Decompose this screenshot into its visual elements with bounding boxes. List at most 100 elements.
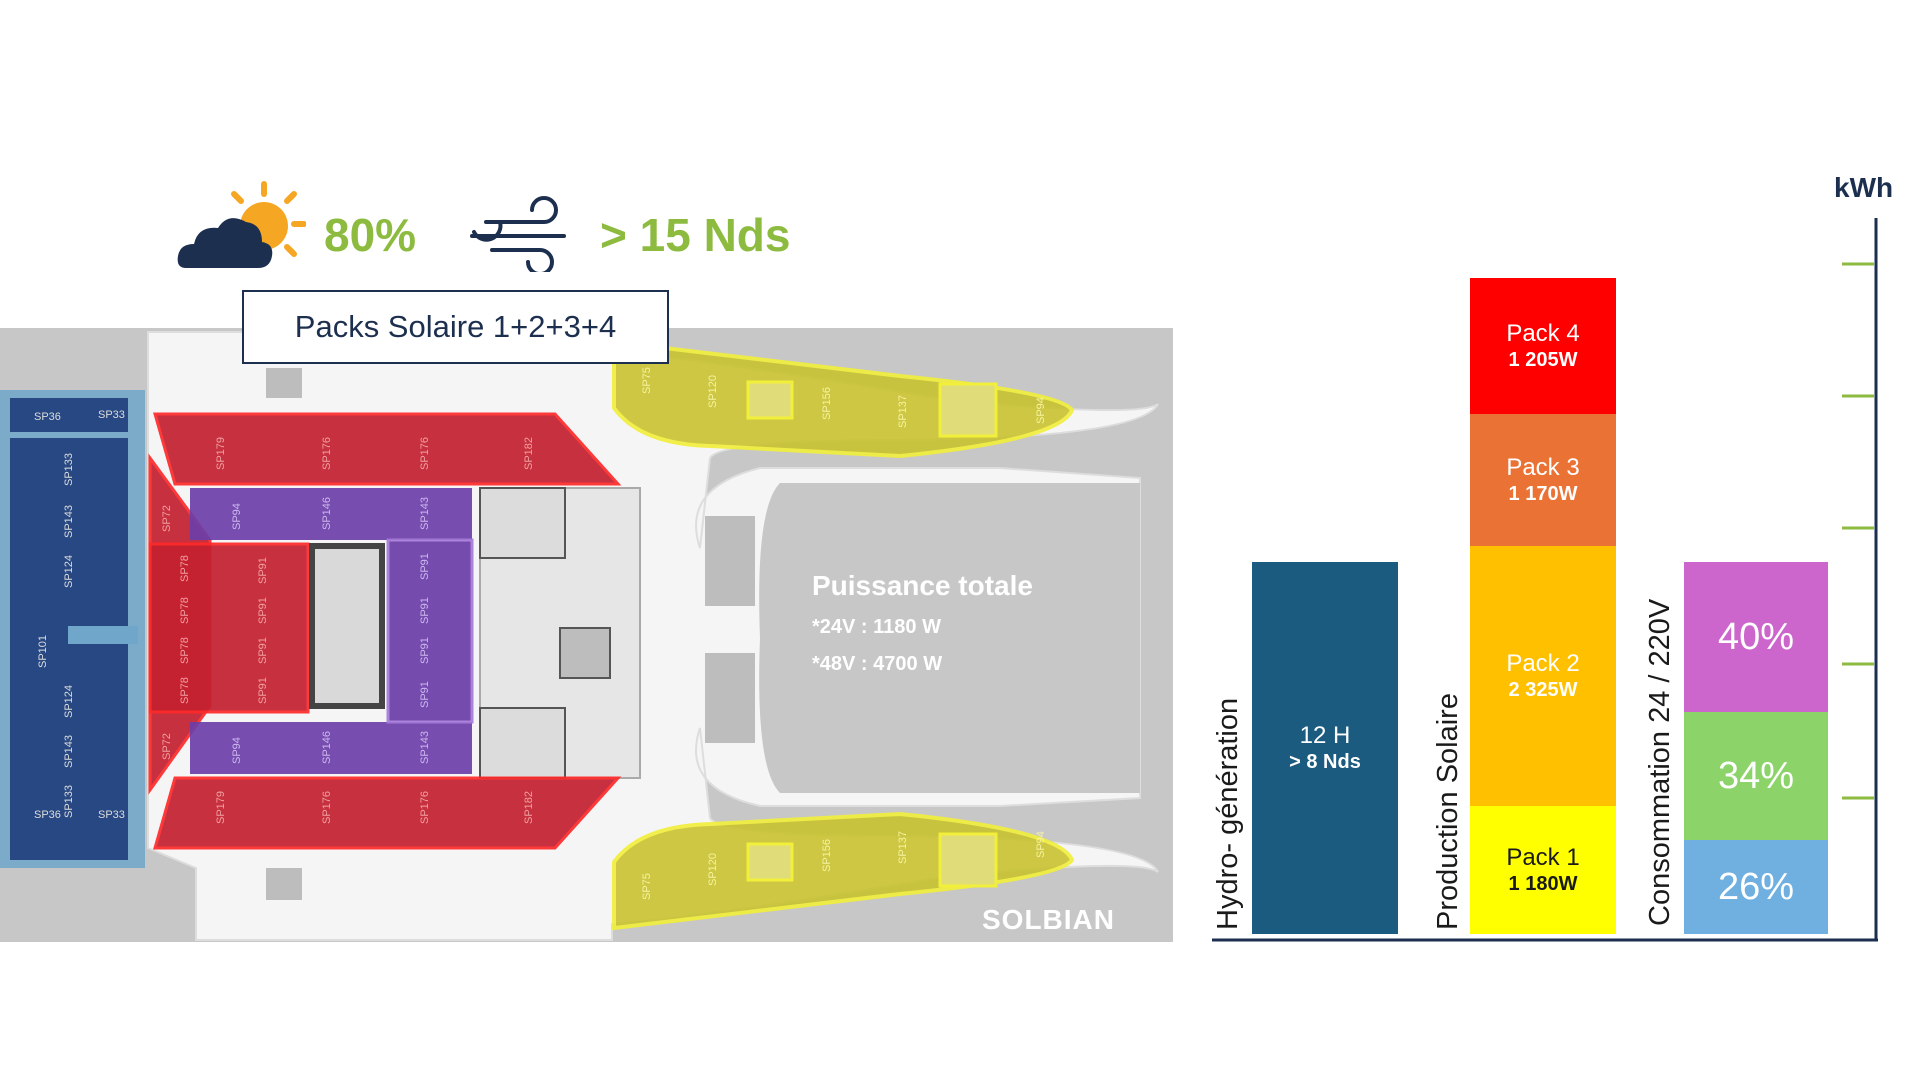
- wind-speed: > 15 Nds: [600, 209, 791, 261]
- consumption-34-label: 34%: [1717, 754, 1795, 797]
- deck-hatch: [705, 516, 755, 606]
- panel-label: SP182: [523, 791, 535, 824]
- panel-label: SP179: [215, 791, 227, 824]
- pack2-bottom-strip: [190, 722, 472, 774]
- boat-diagram: SP36 SP33 SP133 SP143 SP124 SP101 SP124 …: [0, 331, 1159, 941]
- bow-hatch: [938, 832, 998, 888]
- pack1-value: 1 180W: [1508, 873, 1578, 896]
- hydro-label: 12 H: [1299, 721, 1351, 749]
- panel-label: SP137: [897, 395, 909, 428]
- panel-label: SP91: [419, 681, 431, 708]
- panel-label: SP91: [419, 597, 431, 624]
- pack2-value: 2 325W: [1508, 679, 1578, 702]
- panel-label: SP156: [821, 839, 833, 872]
- panel-label: SP120: [707, 853, 719, 886]
- panel-label: SP143: [63, 505, 75, 538]
- cockpit-seat: [479, 487, 566, 559]
- panel-label: SP72: [161, 733, 173, 760]
- panel-label: SP33: [98, 409, 125, 421]
- power-title: Puissance totale: [812, 570, 1033, 601]
- consumption-40-segment: 40%: [1684, 562, 1828, 712]
- pack2-label: Pack 2: [1506, 649, 1580, 677]
- pack1-segment: Pack 1 1 180W: [1470, 806, 1616, 934]
- panel-label: SP176: [419, 791, 431, 824]
- panel-label: SP124: [63, 555, 75, 588]
- solbian-logo: SOLBIAN: [982, 904, 1115, 935]
- panel-label: SP133: [63, 453, 75, 486]
- wind-icon: [470, 196, 566, 272]
- hydro-value: > 8 Nds: [1289, 751, 1361, 774]
- panel-label: SP179: [215, 437, 227, 470]
- panel-label: SP91: [257, 597, 269, 624]
- panel-label: SP36: [34, 809, 61, 821]
- panel-label: SP94: [1035, 397, 1047, 424]
- panel-label: SP94: [231, 737, 243, 764]
- panel-label: SP91: [257, 557, 269, 584]
- panel-label: SP91: [419, 553, 431, 580]
- panel-label: SP78: [179, 677, 191, 704]
- pack4-value: 1 205W: [1508, 349, 1578, 372]
- power-48v: *48V : 4700 W: [812, 653, 943, 675]
- power-24v: *24V : 1180 W: [812, 616, 941, 638]
- hull-hatch: [266, 368, 302, 398]
- bow-hatch: [746, 842, 794, 882]
- pack2-top-strip: [190, 488, 472, 540]
- pack1-label: Pack 1: [1506, 843, 1580, 871]
- panel-label: SP143: [419, 497, 431, 530]
- panel-label: SP75: [641, 367, 653, 394]
- hull-hatch: [266, 868, 302, 900]
- panel-label: SP124: [63, 685, 75, 718]
- panel-label: SP94: [1035, 831, 1047, 858]
- pack3-label: Pack 3: [1506, 453, 1580, 481]
- panel-label: SP91: [257, 677, 269, 704]
- cockpit-table: [309, 543, 385, 709]
- pack3-bottom-strip: [153, 776, 622, 850]
- bow-hatch: [938, 382, 998, 438]
- hydro-bar: 12 H > 8 Nds: [1252, 562, 1398, 934]
- pack2-center: [386, 538, 474, 724]
- bow-hatch: [746, 380, 794, 420]
- consumption-26-segment: 26%: [1684, 840, 1828, 934]
- panel-label: SP78: [179, 597, 191, 624]
- pack3-center: [148, 542, 310, 714]
- pack3-segment: Pack 3 1 170W: [1470, 414, 1616, 546]
- boat-plan: SP36 SP33 SP133 SP143 SP124 SP101 SP124 …: [0, 328, 1173, 942]
- consumption-34-segment: 34%: [1684, 712, 1828, 840]
- panel-label: SP78: [179, 637, 191, 664]
- sun-cloud-icon: [177, 181, 306, 268]
- pack1-top-bow: [612, 339, 1075, 459]
- deck-hatch: [705, 653, 755, 743]
- consumption-axis-label: Consommation 24 / 220V: [1644, 598, 1676, 926]
- panel-label: SP143: [63, 735, 75, 768]
- solar-axis-label: Production Solaire: [1432, 693, 1464, 930]
- pack3-top-strip: [153, 412, 622, 486]
- panel-label: SP72: [161, 505, 173, 532]
- hydro-axis-label: Hydro- génération: [1212, 697, 1244, 930]
- panel-label: SP91: [419, 637, 431, 664]
- pack4-label: Pack 4: [1506, 319, 1580, 347]
- panel-label: SP143: [419, 731, 431, 764]
- pack2-segment: Pack 2 2 325W: [1470, 546, 1616, 806]
- consumption-26-label: 26%: [1717, 865, 1795, 908]
- panel-label: SP137: [897, 831, 909, 864]
- panel-label: SP176: [321, 791, 333, 824]
- sun-percent: 80%: [324, 209, 417, 261]
- panel-label: SP176: [419, 437, 431, 470]
- panel-label: SP36: [34, 411, 61, 423]
- panel-label: SP33: [98, 809, 125, 821]
- panel-label: SP75: [641, 873, 653, 900]
- power-summary: Puissance totale *24V : 1180 W *48V : 47…: [812, 570, 1033, 690]
- panel-label: SP182: [523, 437, 535, 470]
- packs-label: Packs Solaire 1+2+3+4: [242, 290, 669, 364]
- panel-label: SP78: [179, 555, 191, 582]
- pack4-segment: Pack 4 1 205W: [1470, 278, 1616, 414]
- panel-label: SP101: [37, 635, 49, 668]
- panel-label: SP91: [257, 637, 269, 664]
- weather-row: 80% > 15 Nds: [176, 180, 796, 280]
- panel-label: SP176: [321, 437, 333, 470]
- panel-label: SP120: [707, 375, 719, 408]
- panel-label: SP146: [321, 497, 333, 530]
- panel-label: SP146: [321, 731, 333, 764]
- panel-label: SP133: [63, 785, 75, 818]
